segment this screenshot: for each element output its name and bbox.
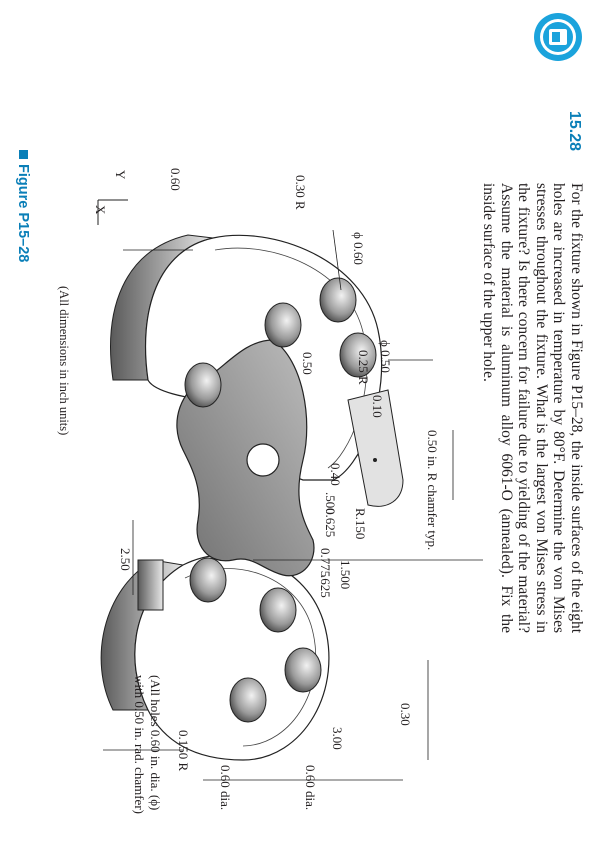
dim-060-dia-b: 0.60 dia. (218, 765, 233, 811)
video-icon (533, 12, 583, 62)
dim-r-025: 0.25 R (356, 350, 371, 385)
dim-r-0150: 0.150 R (176, 730, 191, 772)
axis-y-label: Y (113, 170, 128, 180)
dim-010: 0.10 (370, 395, 385, 418)
figure-marker (19, 150, 28, 159)
dim-625: .625 (318, 575, 333, 598)
figure-label-text: Figure P15–28 (15, 164, 31, 263)
dim-040: 0.40 (328, 463, 343, 486)
holes-right (189, 557, 322, 723)
holes-left (184, 277, 377, 408)
dim-r-030: 0.30 R (293, 175, 308, 210)
figure-label: Figure P15–28 (15, 150, 31, 262)
dim-050-mid: 0.50 (300, 352, 315, 375)
dim-060-left: 0.60 (168, 168, 183, 191)
units-note: (All dimensions in inch units) (57, 286, 71, 436)
dim-250: 2.50 (118, 548, 133, 571)
dim-0625: 0.625 (323, 508, 338, 538)
dim-phi-060: ϕ 0.60 (351, 232, 366, 265)
dim-300: 3.00 (330, 727, 345, 750)
chamfer-note: 0.50 in. R chamfer typ. (425, 430, 440, 551)
dim-r150: R.150 (353, 508, 368, 540)
dim-0775: 0.775 (318, 548, 333, 578)
dim-phi-050: ϕ 0.50 (378, 340, 393, 373)
right-tab (137, 559, 164, 611)
holes-note-line2: with 0.50 in. rad. chamfer) (132, 675, 147, 814)
dimension-lines (103, 229, 483, 781)
dim-1500: 1.500 (338, 560, 353, 590)
top-lug (347, 389, 404, 507)
dim-030-right: 0.30 (398, 703, 413, 726)
holes-note-line1: (All holes 0.60 in. dia. (ϕ) (148, 675, 163, 811)
axis-x-label: X (93, 205, 108, 215)
dim-060-dia-a: 0.60 dia. (303, 765, 318, 811)
axes-marker (97, 199, 128, 225)
